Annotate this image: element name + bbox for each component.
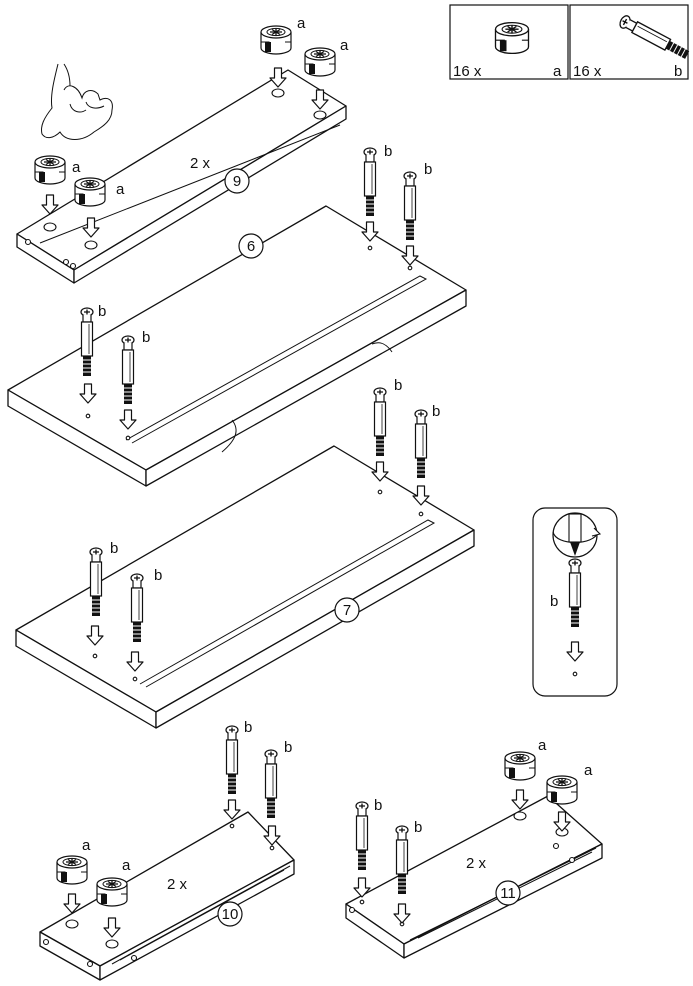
step-11-badge [495,880,521,906]
part-label-b: b [244,719,252,736]
part-label-b: b [384,143,392,160]
cam-lock-icon [74,177,106,207]
step-9-panel: a a a a 2 x 9 [16,15,349,284]
part-label-a: a [116,181,125,198]
step-6-panel: b b b b 6 [7,143,467,487]
step-7-number: 7 [343,602,351,619]
step-10-badge [217,901,243,927]
step-11-number: 11 [500,885,516,902]
part-a-quantity: 16 x [453,63,482,80]
cam-lock-icon [494,21,530,55]
part-label-b: b [414,819,422,836]
step-11-multiplier: 2 x [466,855,487,872]
part-label-b: b [374,797,382,814]
step-6-badge [238,233,264,259]
part-label-b: b [110,540,118,557]
step-9-badge [224,168,250,194]
part-label-b: b [98,303,106,320]
cam-lock-icon [34,155,66,185]
step-11-panel: a a b b 2 x 11 [345,737,603,959]
cam-lock-icon [260,25,292,55]
part-b-letter: b [674,63,682,80]
cam-lock-icon [96,877,128,907]
part-label-a: a [72,159,81,176]
cam-lock-icon [546,775,578,805]
part-label-b: b [284,739,292,756]
part-label-a: a [297,15,306,32]
hand-pressing-icon [41,63,113,140]
screwdriver-detail-box: b [532,507,618,697]
step-7-badge [334,597,360,623]
part-label-a: a [340,37,349,54]
part-label-a: a [584,762,593,779]
cam-lock-icon [504,751,536,781]
part-b-quantity: 16 x [573,63,602,80]
cam-lock-icon [56,855,88,885]
part-label-b: b [424,161,432,178]
step-10-number: 10 [222,906,239,923]
part-a-letter: a [553,63,562,80]
part-label-b: b [394,377,402,394]
part-label-a: a [82,837,91,854]
step-10-panel: a a b b 2 x 10 [39,719,295,981]
step-9-number: 9 [233,173,241,190]
rotation-arrow-icon [591,527,602,537]
part-label-b: b [142,329,150,346]
part-label-b: b [432,403,440,420]
step-10-multiplier: 2 x [167,876,188,893]
part-label-a: a [538,737,547,754]
detail-part-label: b [550,593,558,610]
part-label-a: a [122,857,131,874]
step-9-multiplier: 2 x [190,155,211,172]
step-6-number: 6 [247,238,255,255]
step-7-panel: b b b b 7 [15,377,475,729]
parts-box: 16 x a 16 x b [449,4,691,80]
part-label-b: b [154,567,162,584]
cam-lock-icon [304,47,336,77]
